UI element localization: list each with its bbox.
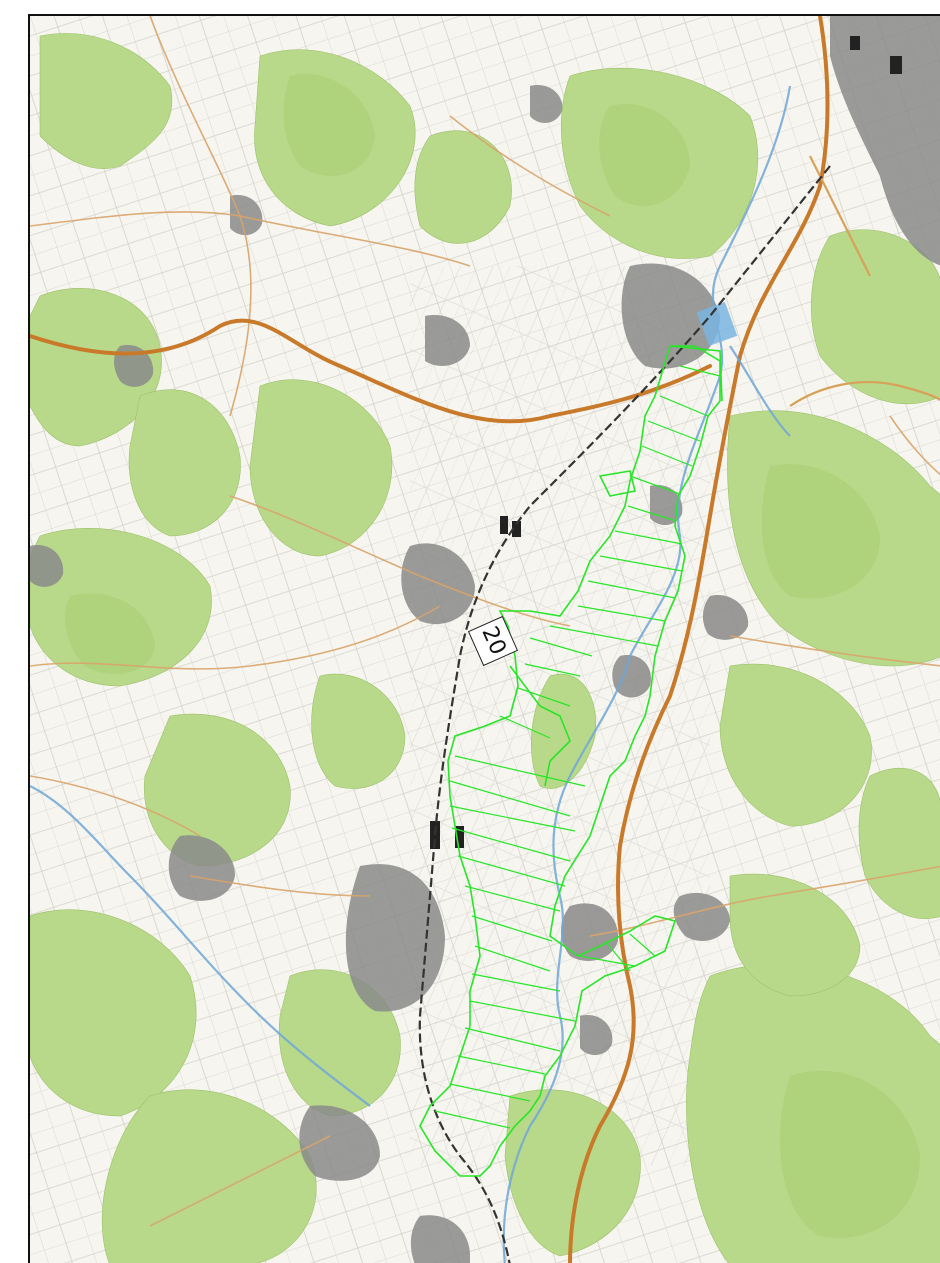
village-river-center <box>612 655 651 698</box>
village-east-mid <box>702 595 749 640</box>
town-upper-center <box>621 263 720 369</box>
town-mid-west <box>425 315 470 366</box>
major-road-secondary <box>789 155 940 407</box>
major-road <box>30 16 830 1263</box>
minor-roads <box>30 16 940 1227</box>
town-southwest <box>299 1105 380 1181</box>
forest-areas <box>30 33 940 1263</box>
village-north <box>530 85 563 123</box>
village-far-west <box>30 545 64 587</box>
boundary-lobe <box>509 665 571 787</box>
town-northeast <box>830 16 940 266</box>
forest-center-lower <box>143 713 291 867</box>
forest-south <box>504 1089 641 1257</box>
forest-nw <box>39 33 173 169</box>
forest-center-mid <box>311 673 406 789</box>
forest-east-top <box>811 229 940 405</box>
settlements <box>30 16 940 1263</box>
forest-center-west <box>128 389 241 537</box>
railway <box>418 165 831 1263</box>
lake <box>696 301 738 347</box>
forest-west-bottom <box>30 909 197 1117</box>
village-southeast <box>561 903 619 961</box>
town-west-mid <box>168 835 235 901</box>
forest-north <box>414 130 512 244</box>
sheet-number-text: 20 <box>476 622 511 659</box>
forest-east-strip <box>858 767 940 919</box>
forest-darker <box>65 74 920 1238</box>
forest-east-lower <box>729 873 861 997</box>
forest-east-center <box>719 663 872 827</box>
forest-center <box>249 379 393 557</box>
boundary-notch <box>598 470 636 497</box>
village-river-lower <box>580 1015 613 1056</box>
town-south <box>410 1215 470 1263</box>
study-area-subdivisions <box>434 365 721 1129</box>
forest-southwest <box>101 1089 317 1263</box>
village-nw <box>230 195 263 236</box>
boundary-inner-east <box>669 345 723 402</box>
town-center-lower <box>345 864 445 1012</box>
village-east-lower <box>673 892 730 941</box>
